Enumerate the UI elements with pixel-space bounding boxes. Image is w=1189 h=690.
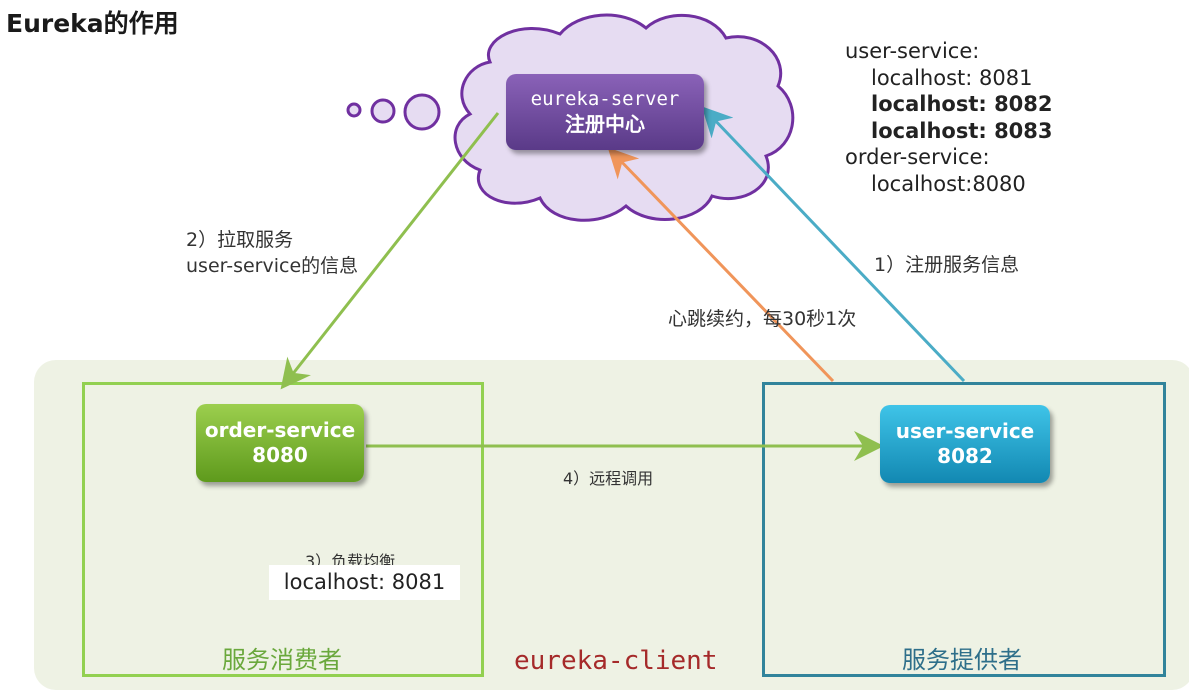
consumer-role-label: 服务消费者 xyxy=(222,646,342,674)
registry-list: user-service: localhost: 8081 localhost:… xyxy=(845,38,1053,197)
step-remote-call-label: 4）远程调用 xyxy=(563,469,654,488)
user-service-name: user-service xyxy=(895,419,1035,443)
order-service-name: order-service xyxy=(204,418,356,442)
server-name: eureka-server xyxy=(530,88,680,110)
heartbeat-label: 心跳续约，每30秒1次 xyxy=(668,308,857,330)
registry-service-order: order-service: xyxy=(845,145,990,169)
step-load-balance-label: 3）负载均衡 xyxy=(305,552,396,565)
order-service-port: 8080 xyxy=(252,443,308,467)
registry-instance: localhost: 8081 xyxy=(871,65,1033,90)
registry-instance: localhost: 8083 xyxy=(871,118,1053,143)
thought-bubbles xyxy=(346,93,441,131)
load-balance-result: localhost: 8081 xyxy=(269,565,460,600)
eureka-server-node: eureka-server 注册中心 xyxy=(506,74,704,150)
server-role: 注册中心 xyxy=(565,112,645,136)
eureka-client-label: eureka-client xyxy=(514,646,718,676)
step-pull-label: 2）拉取服务 user-service的信息 xyxy=(186,227,358,279)
order-service-node: order-service 8080 xyxy=(196,404,364,482)
provider-role-label: 服务提供者 xyxy=(902,646,1022,674)
arrow-heartbeat xyxy=(607,147,835,383)
arrow-register xyxy=(701,106,966,383)
arrow-pull-service xyxy=(280,112,500,390)
registry-service-user: user-service: xyxy=(845,39,980,63)
registry-instance: localhost: 8082 xyxy=(871,92,1053,116)
registry-instance: localhost:8080 xyxy=(871,171,1026,196)
step-pull-line1: 2）拉取服务 xyxy=(186,229,294,251)
user-service-port: 8082 xyxy=(937,444,993,468)
page-title: Eureka的作用 xyxy=(6,9,179,38)
step-pull-line2: user-service的信息 xyxy=(186,255,359,277)
step-register-label: 1）注册服务信息 xyxy=(874,254,1020,276)
provider-box xyxy=(762,382,1166,677)
user-service-node: user-service 8082 xyxy=(880,405,1050,483)
